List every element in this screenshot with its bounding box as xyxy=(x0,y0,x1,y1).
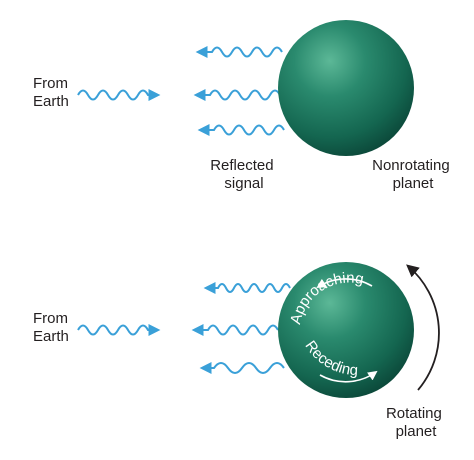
bottom-reflected-waves xyxy=(191,282,291,374)
bottom-reflected-wave-3 xyxy=(199,362,285,374)
top-reflected-wave-3 xyxy=(197,124,285,136)
top-reflected-wave-2 xyxy=(193,89,281,101)
nonrotating-planet xyxy=(278,20,414,156)
reflected-signal-label: Reflected signal xyxy=(210,157,278,192)
rotation-direction-arrow xyxy=(406,264,440,391)
top-panel: From Earth Reflected signal Nonrotating … xyxy=(33,20,454,192)
top-from-earth-label: From Earth xyxy=(33,75,72,110)
top-incoming-wave xyxy=(77,89,161,101)
approaching-arrow xyxy=(316,278,373,289)
bottom-reflected-wave-2 xyxy=(191,324,279,336)
bottom-incoming-wave xyxy=(77,324,161,336)
receding-arrow xyxy=(319,370,378,383)
bottom-reflected-wave-1 xyxy=(203,282,291,294)
bottom-panel: Approaching Receding From Earth Rotating… xyxy=(33,262,446,440)
rotating-planet-label: Rotating planet xyxy=(386,405,446,440)
bottom-from-earth-label: From Earth xyxy=(33,310,72,345)
nonrotating-planet-label: Nonrotating planet xyxy=(372,157,454,192)
top-reflected-waves xyxy=(193,46,285,136)
top-reflected-wave-1 xyxy=(195,46,283,58)
rotating-planet xyxy=(278,262,414,398)
